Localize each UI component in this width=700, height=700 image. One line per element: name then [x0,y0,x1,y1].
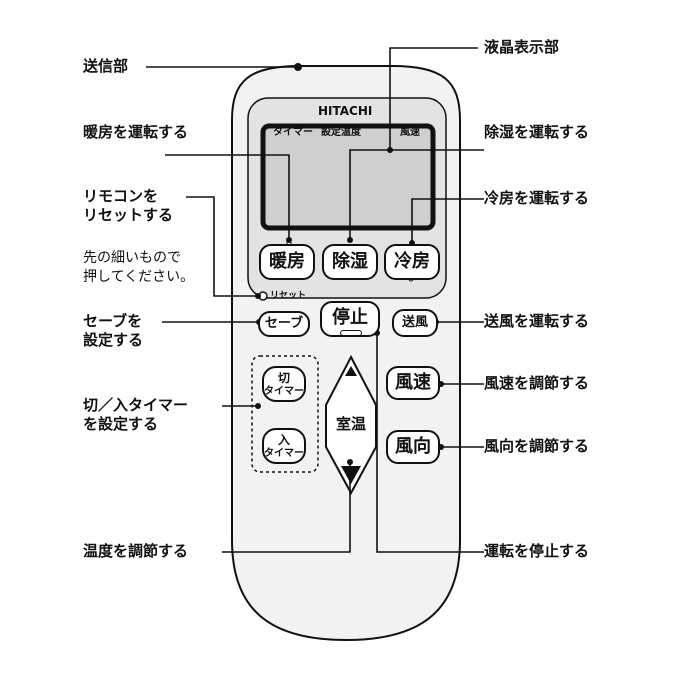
cool-button[interactable]: 冷房 [384,244,440,280]
dehumidify-button[interactable]: 除湿 [322,244,378,280]
fan-button[interactable]: 送風 [392,309,438,337]
leader-dehumidify [349,149,484,240]
display-label-fan-speed: 風速 [400,127,420,138]
stop-label: 停止 [332,307,368,328]
off-timer-label: 切 [277,371,290,385]
callout-stop: 運転を停止する [484,542,590,560]
callout-cool: 冷房を運転する [484,189,590,207]
display-label-set-temp: 設定温度 [321,127,361,138]
on-timer-label: 入 [277,433,290,447]
air-direction-button[interactable]: 風向 [386,430,440,464]
callout-temp: 温度を調節する [83,542,189,560]
callout-heat: 暖房を運転する [83,123,189,141]
off-timer-sub: タイマー [264,386,304,397]
display-label-timer: タイマー [273,127,313,138]
callout-dehumidify: 除湿を運転する [484,123,590,141]
fan-speed-button[interactable]: 風速 [386,366,440,400]
heat-button[interactable]: 暖房 [259,244,315,280]
callout-reset-note: 先の細いもので 押してください。 [83,250,195,285]
stop-button[interactable]: 停止 [320,301,380,337]
callout-timer: 切／入タイマー を設定する [83,396,189,433]
callout-fan: 送風を運転する [484,312,590,330]
leader-cool [411,198,484,243]
leader-heat [165,154,290,240]
off-timer-button[interactable]: 切 タイマー [262,366,306,402]
temp-down-arrow [341,466,361,484]
reset-label: リセット [270,291,307,301]
callout-transmitter: 送信部 [83,57,129,75]
leader-reset [186,196,258,297]
temp-up-arrow [345,366,357,376]
callout-save: セーブを 設定する [83,312,144,349]
callout-fan-speed: 風速を調節する [484,374,590,392]
leader-stop [376,333,484,553]
leader-lcd [389,47,478,150]
on-timer-button[interactable]: 入 タイマー [262,428,306,464]
callout-reset: リモコンを リセットする [83,187,174,224]
temp-rocker [325,354,377,496]
temp-rocker-label[interactable]: 室温 [335,415,366,433]
transmitter-dot [294,63,302,71]
callout-air-direction: 風向を調節する [484,437,590,455]
brand-logo: HITACHI [318,104,373,118]
leader-temp [222,462,351,553]
timer-group [251,355,319,473]
stop-indicator [340,330,362,336]
save-button[interactable]: セーブ [258,311,310,337]
on-timer-sub: タイマー [264,448,304,459]
callout-lcd: 液晶表示部 [484,38,560,56]
